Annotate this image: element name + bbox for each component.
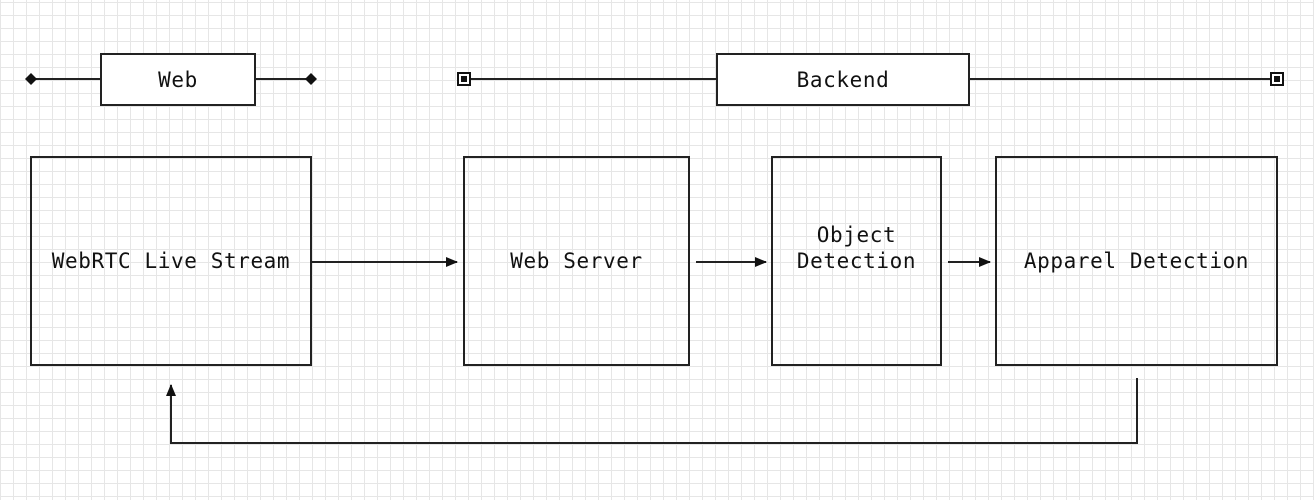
- edge-apparel-detection-to-webrtc: [166, 378, 1138, 444]
- backend-group-label-text: Backend: [796, 67, 890, 92]
- node-apparel-detection-label: Apparel Detection: [1023, 249, 1250, 273]
- web-group-label: Web: [100, 53, 256, 106]
- web-group-label-text: Web: [158, 67, 198, 92]
- backend-group-label: Backend: [716, 53, 970, 106]
- node-object-detection[interactable]: Object Detection: [771, 156, 942, 366]
- node-object-detection-label: Object Detection: [796, 223, 917, 273]
- node-apparel-detection[interactable]: Apparel Detection: [995, 156, 1278, 366]
- node-web-server-label: Web Server: [510, 249, 643, 273]
- web-group-left-diamond-icon: [25, 73, 37, 85]
- web-group-bracket: [25, 73, 317, 85]
- node-web-server[interactable]: Web Server: [463, 156, 690, 366]
- backend-group-bracket: [457, 72, 1284, 86]
- node-webrtc-live-stream-label: WebRTC Live Stream: [51, 249, 291, 273]
- web-group-right-diamond-icon: [305, 73, 317, 85]
- node-webrtc-live-stream[interactable]: WebRTC Live Stream: [30, 156, 312, 366]
